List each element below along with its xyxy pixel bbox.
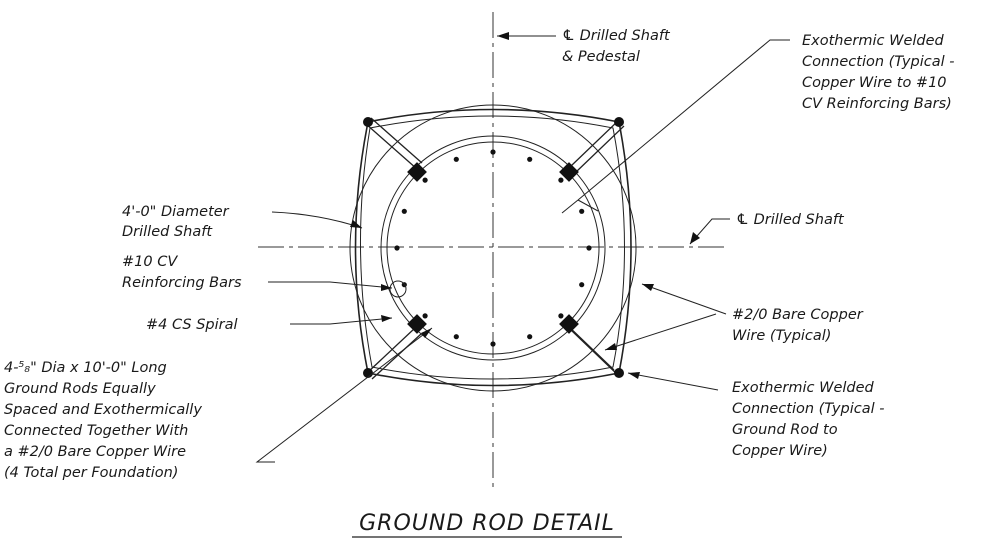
drilled-shaft-outline	[349, 104, 637, 392]
label-copper-wire: #2/0 Bare Copper Wire (Typical)	[732, 307, 867, 344]
rebar-dot	[586, 245, 592, 251]
label-diameter: 4'-0" Diameter Drilled Shaft	[122, 204, 233, 240]
copper-wire-leads	[365, 117, 625, 380]
rebar-dot	[527, 334, 533, 340]
label-spiral: #4 CS Spiral	[146, 317, 238, 333]
rebar-dot	[579, 208, 585, 214]
rebar-dot	[527, 156, 533, 162]
drawing-title: GROUND ROD DETAIL	[359, 511, 615, 536]
rebar-dot	[422, 313, 428, 319]
leader-lines	[255, 35, 790, 463]
rebar-dot	[490, 149, 496, 155]
rebar-dot	[490, 341, 496, 347]
rebar-dot	[579, 282, 585, 288]
rebar-dot	[453, 334, 459, 340]
rebar-dot	[558, 177, 564, 183]
rebar-dot	[558, 313, 564, 319]
label-cl-shaft-pedestal: ℄ Drilled Shaft & Pedestal	[562, 28, 674, 65]
reinforcing-bars	[394, 149, 592, 347]
rebar-dot	[453, 156, 459, 162]
rebar-dot	[422, 177, 428, 183]
leader-arrowheads	[350, 32, 700, 379]
label-exothermic-top: Exothermic Welded Connection (Typical - …	[802, 33, 959, 112]
label-exothermic-bottom: Exothermic Welded Connection (Typical - …	[732, 380, 889, 459]
spiral-inner-ring	[386, 141, 600, 355]
label-cv-bars: #10 CV Reinforcing Bars	[122, 254, 242, 291]
rebar-dot	[394, 245, 400, 251]
rebar-dot	[401, 208, 407, 214]
rebar-callout-circle	[389, 280, 407, 298]
label-cl-shaft: ℄ Drilled Shaft	[736, 212, 845, 228]
label-ground-rods: 4-⁵₈" Dia x 10'-0" Long Ground Rods Equa…	[4, 360, 207, 481]
spiral-outer-ring	[380, 135, 606, 361]
